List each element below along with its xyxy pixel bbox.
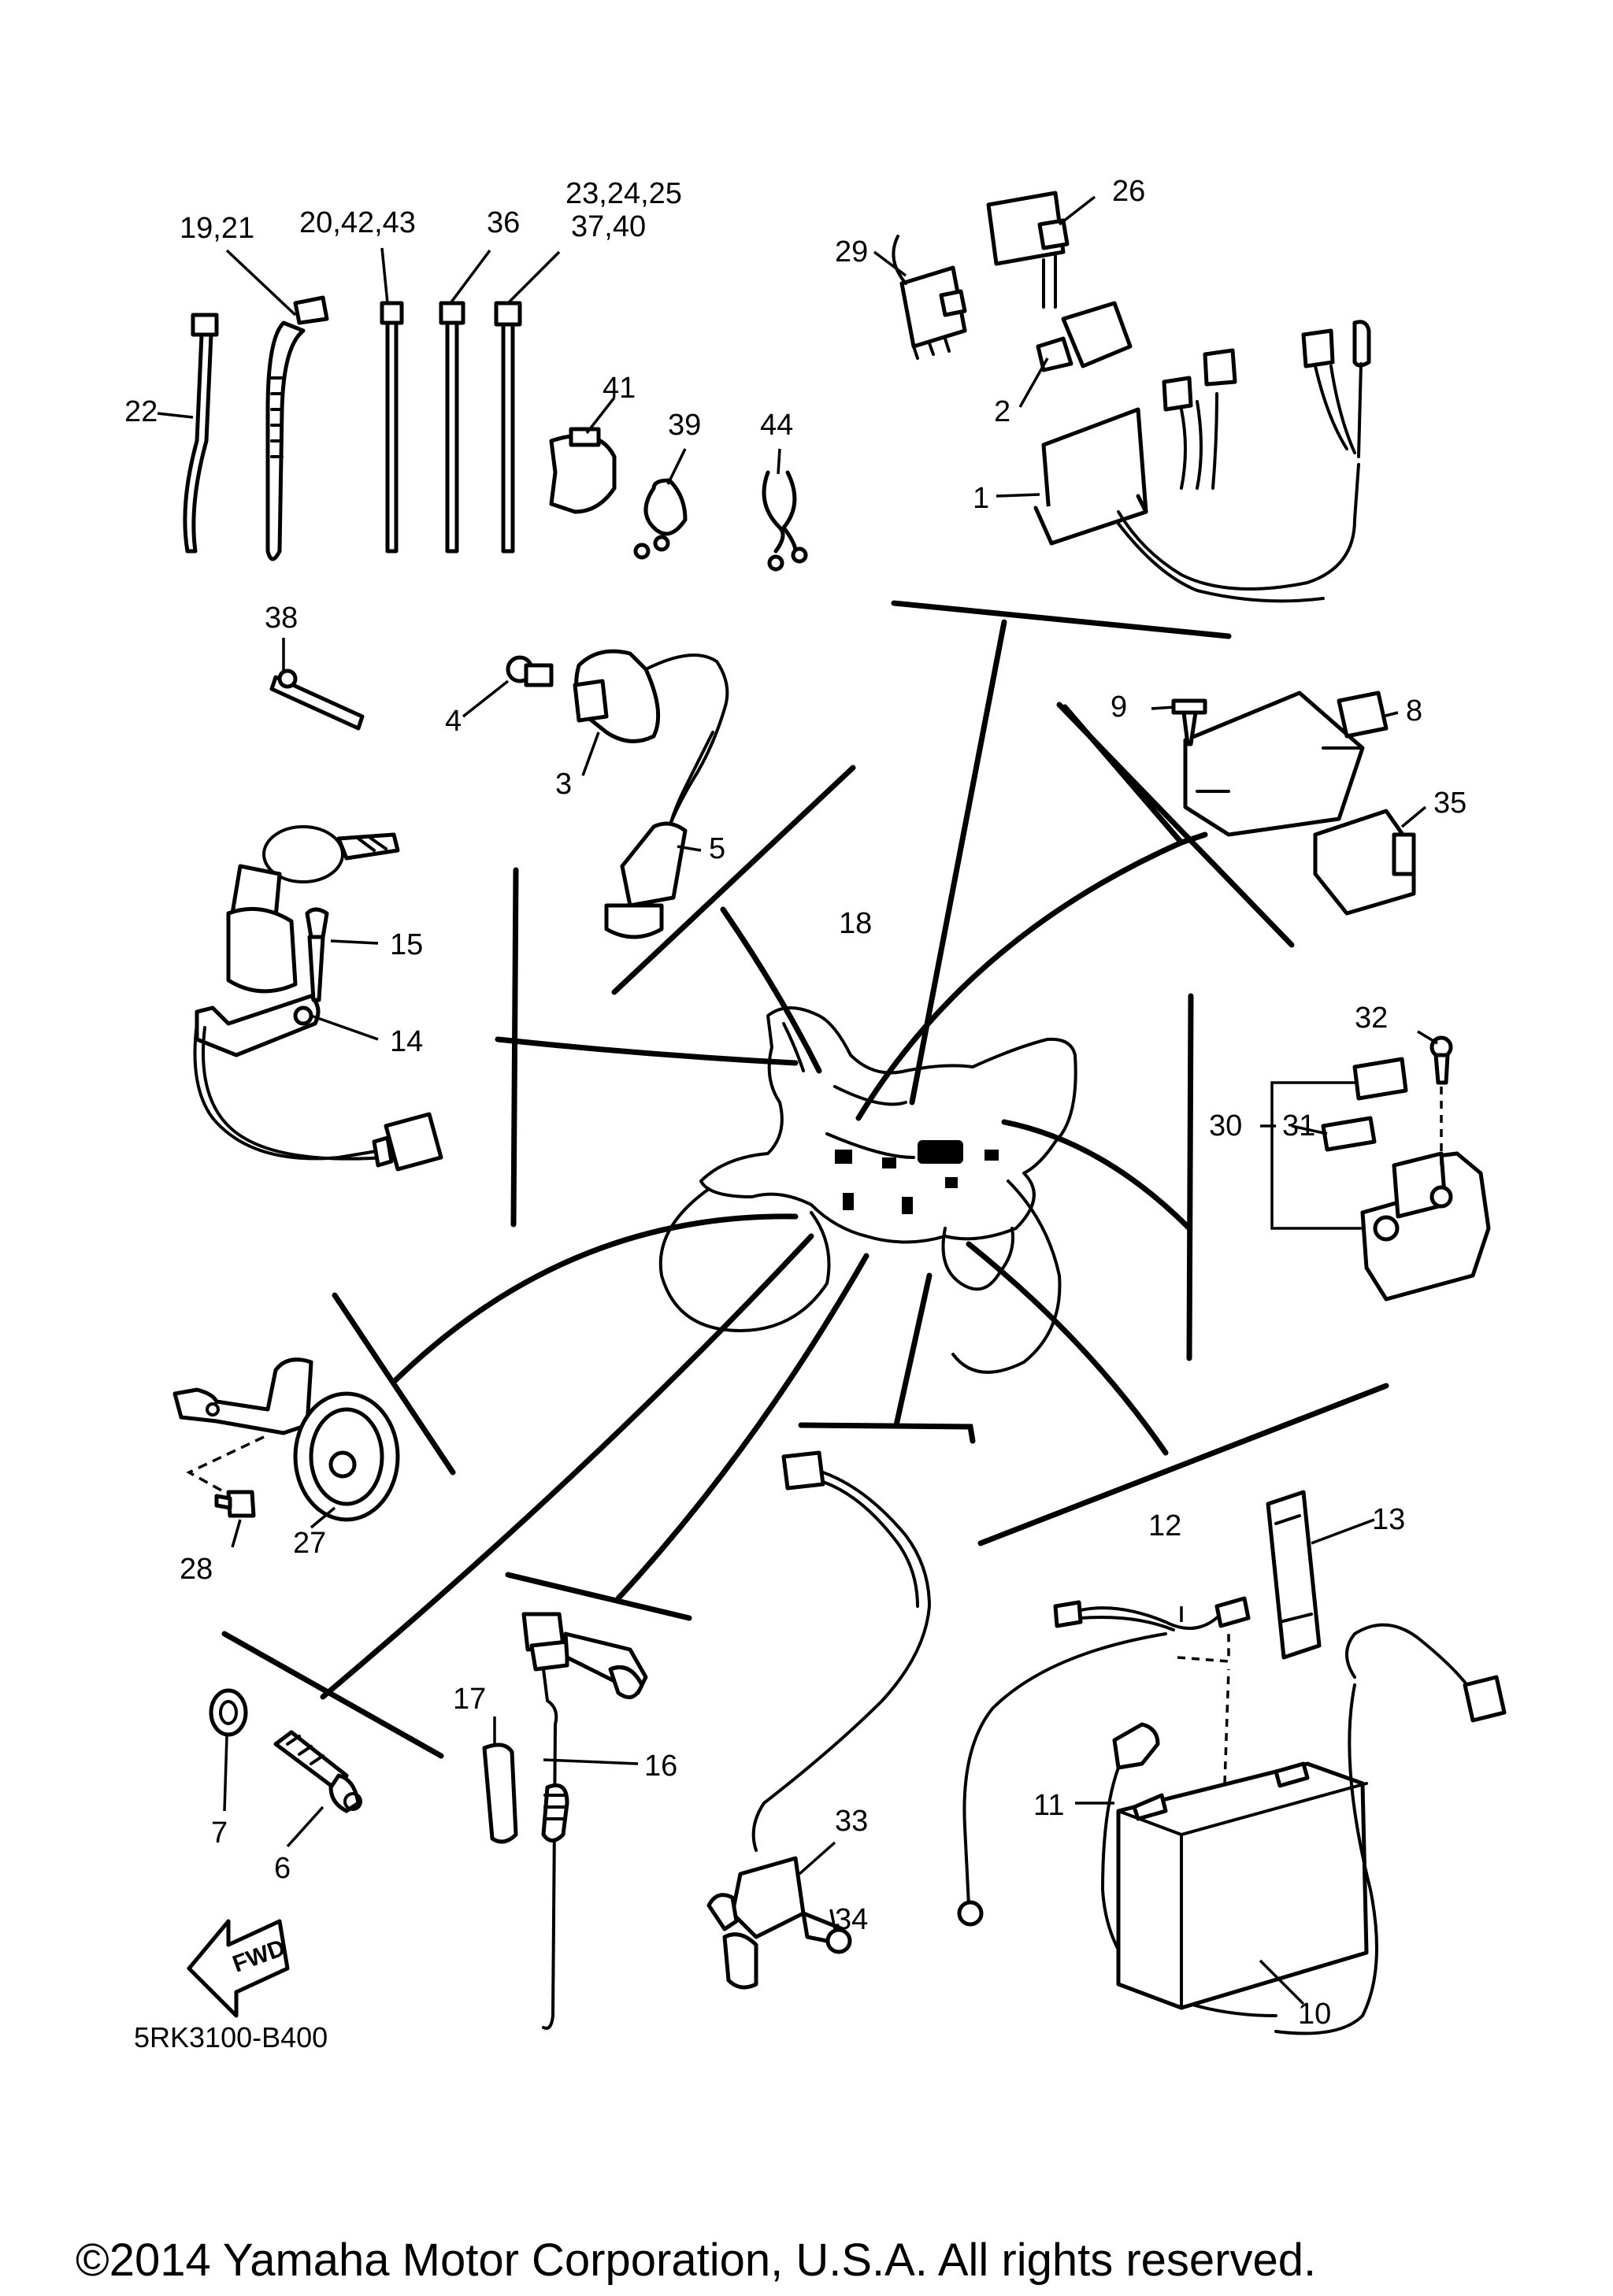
copyright-notice: ©2014 Yamaha Motor Corporation, U.S.A. A… xyxy=(76,2235,1316,2286)
neutral-switch-group xyxy=(209,1688,362,1848)
callout-31: 31 xyxy=(1282,1109,1315,1142)
callout-19-21: 19,21 xyxy=(180,212,254,245)
callout-38: 38 xyxy=(265,602,298,635)
motorcycle-outline xyxy=(658,1006,1077,1374)
callout-5: 5 xyxy=(709,832,725,865)
callout-32: 32 xyxy=(1355,1002,1388,1035)
callout-34: 34 xyxy=(835,1903,868,1936)
callout-18: 18 xyxy=(839,907,872,940)
callout-8: 8 xyxy=(1406,694,1422,728)
callout-35: 35 xyxy=(1433,787,1467,820)
sidestand-switch-group xyxy=(706,1450,931,1990)
brake-switch-group xyxy=(482,1612,648,2030)
starter-relay-group xyxy=(1260,1030,1491,1302)
cable-ties xyxy=(183,295,808,572)
battery-group xyxy=(957,1490,1507,2035)
callout-11: 11 xyxy=(1033,1789,1064,1822)
callout-20-42-43: 20,42,43 xyxy=(299,206,416,239)
callout-23-24-25: 23,24,25 xyxy=(565,177,682,210)
callout-10: 10 xyxy=(1298,1998,1331,2031)
callout-3: 3 xyxy=(555,768,572,801)
callout-15: 15 xyxy=(390,928,423,961)
callout-7: 7 xyxy=(211,1816,228,1850)
callout-13: 13 xyxy=(1372,1503,1405,1536)
ignition-switch-group xyxy=(193,825,443,1172)
group-frames xyxy=(221,600,1389,1759)
callout-39: 39 xyxy=(668,409,701,442)
leaders-top-left xyxy=(157,247,781,485)
callout-29: 29 xyxy=(835,235,868,268)
callout-2: 2 xyxy=(994,395,1010,428)
callout-4: 4 xyxy=(445,705,462,738)
callout-9: 9 xyxy=(1111,691,1127,724)
horn-group xyxy=(172,1357,400,1548)
callout-14: 14 xyxy=(390,1025,423,1058)
callout-22: 22 xyxy=(124,395,158,428)
callout-12: 12 xyxy=(1148,1509,1181,1542)
callout-27: 27 xyxy=(293,1527,326,1560)
callout-labels: 19,21 20,42,43 36 23,24,25 37,40 22 41 3… xyxy=(124,175,1467,2031)
callout-41: 41 xyxy=(603,372,636,405)
callout-37-40: 37,40 xyxy=(571,210,646,243)
leaders-ignition-switch xyxy=(310,939,379,1041)
callout-28: 28 xyxy=(180,1553,213,1586)
callout-36: 36 xyxy=(487,206,520,239)
regulator-group xyxy=(1171,691,1416,916)
callout-30: 30 xyxy=(1209,1109,1242,1142)
diagram-code: 5RK3100-B400 xyxy=(134,2021,328,2053)
callout-16: 16 xyxy=(644,1750,677,1783)
fwd-arrow: FWD xyxy=(187,1919,290,2018)
callout-33: 33 xyxy=(835,1805,868,1838)
leaders-relays xyxy=(873,195,1096,498)
ignition-coil-group xyxy=(269,649,729,939)
callout-26: 26 xyxy=(1112,175,1145,208)
relay-group xyxy=(892,191,1371,603)
leaders-regulator xyxy=(1151,705,1427,828)
callout-1: 1 xyxy=(973,482,989,515)
callout-17: 17 xyxy=(453,1683,486,1716)
callout-6: 6 xyxy=(274,1852,291,1885)
leaders-coil xyxy=(282,638,702,852)
callout-44: 44 xyxy=(760,409,793,442)
